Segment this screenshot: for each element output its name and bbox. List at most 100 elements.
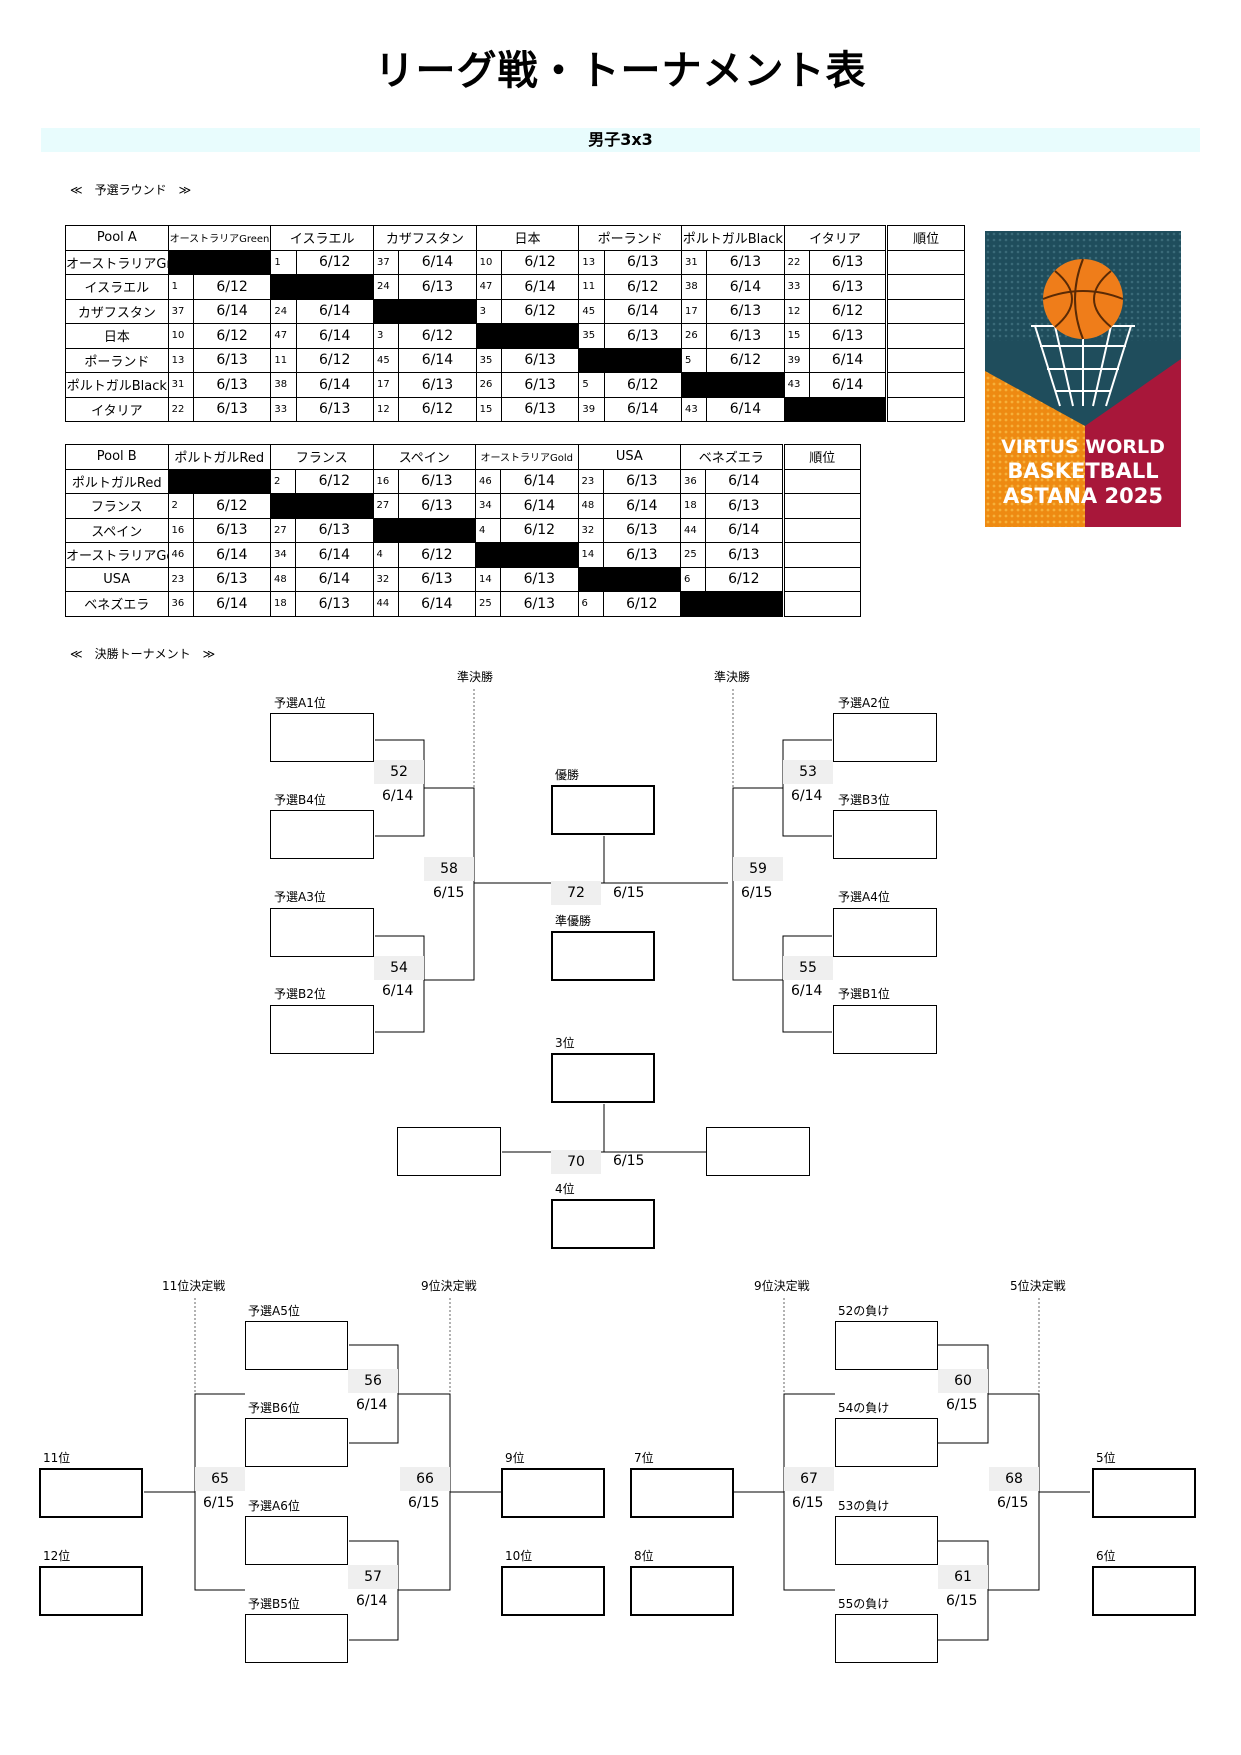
rank-cell[interactable] (781, 517, 862, 543)
game-date[interactable]: 6/14 (295, 372, 374, 398)
game-date[interactable]: 6/13 (500, 372, 580, 398)
rank-cell[interactable] (781, 542, 862, 568)
game-date[interactable]: 6/13 (397, 566, 477, 592)
place-12-box[interactable] (39, 1566, 143, 1616)
third-place-box[interactable] (551, 1053, 655, 1103)
seed-b6-box[interactable] (245, 1418, 348, 1467)
game-date[interactable]: 6/12 (705, 566, 784, 592)
game-date[interactable]: 6/13 (500, 347, 580, 373)
loser-54-box[interactable] (835, 1418, 938, 1467)
game-date[interactable]: 6/13 (603, 249, 683, 275)
row-team-name: オーストラリアGreen (65, 249, 169, 275)
game-date[interactable]: 6/13 (602, 517, 682, 543)
game-date[interactable]: 6/13 (295, 517, 374, 543)
game-55-date: 6/14 (791, 983, 823, 999)
game-date[interactable]: 6/14 (295, 298, 374, 324)
game-date[interactable]: 6/13 (705, 493, 784, 519)
game-number: 34 (475, 493, 502, 519)
place-11-box[interactable] (39, 1468, 143, 1518)
seed-a3-box[interactable] (270, 908, 374, 957)
seed-b5-label: 予選B5位 (248, 1597, 300, 1611)
rank-cell[interactable] (781, 591, 862, 617)
place-8-box[interactable] (630, 1566, 734, 1616)
game-date[interactable]: 6/12 (192, 323, 272, 349)
rank-cell[interactable] (885, 298, 965, 324)
third-place-team-left-box[interactable] (397, 1127, 501, 1176)
game-date[interactable]: 6/12 (398, 323, 477, 349)
game-60-date: 6/15 (946, 1397, 978, 1413)
game-date[interactable]: 6/12 (500, 249, 580, 275)
rank-cell[interactable] (885, 347, 965, 373)
seed-b3-box[interactable] (833, 810, 937, 859)
game-61-date: 6/15 (946, 1593, 978, 1609)
game-date[interactable]: 6/14 (397, 591, 477, 617)
loser-53-box[interactable] (835, 1516, 938, 1565)
game-date[interactable]: 6/13 (808, 274, 888, 300)
loser-55-box[interactable] (835, 1614, 938, 1663)
place-5-box[interactable] (1092, 1468, 1196, 1518)
seed-b2-box[interactable] (270, 1005, 374, 1054)
game-date[interactable]: 6/12 (808, 298, 888, 324)
game-67-date: 6/15 (792, 1495, 824, 1511)
game-date[interactable]: 6/14 (706, 396, 785, 422)
game-date[interactable]: 6/13 (500, 396, 580, 422)
seed-a6-box[interactable] (245, 1516, 348, 1565)
game-date[interactable]: 6/14 (603, 396, 683, 422)
fourth-place-box[interactable] (551, 1199, 655, 1249)
place-6-box[interactable] (1092, 1566, 1196, 1616)
game-date[interactable]: 6/12 (295, 468, 374, 494)
seed-b1-box[interactable] (833, 1005, 937, 1054)
runner-up-box[interactable] (551, 931, 655, 981)
category-bar: 男子3x3 (41, 128, 1200, 152)
seed-b4-box[interactable] (270, 810, 374, 859)
game-72-date: 6/15 (613, 885, 645, 901)
game-date[interactable]: 6/14 (706, 274, 785, 300)
place-9-box[interactable] (501, 1468, 605, 1518)
game-date[interactable]: 6/14 (705, 468, 784, 494)
game-date[interactable]: 6/12 (295, 249, 374, 275)
game-date[interactable]: 6/14 (192, 298, 272, 324)
game-number: 46 (167, 542, 194, 568)
game-date[interactable]: 6/13 (192, 396, 272, 422)
rank-cell[interactable] (885, 396, 965, 422)
game-date[interactable]: 6/12 (603, 372, 683, 398)
game-number: 17 (681, 298, 708, 324)
game-date[interactable]: 6/12 (192, 274, 272, 300)
seed-a1-box[interactable] (270, 713, 374, 762)
column-header-team: オーストラリアGreen (167, 225, 272, 251)
game-date[interactable]: 6/13 (192, 347, 272, 373)
game-date[interactable]: 6/14 (192, 591, 272, 617)
semifinal-left-label: 準決勝 (457, 670, 494, 684)
seed-b5-box[interactable] (245, 1614, 348, 1663)
game-date[interactable]: 6/13 (706, 323, 785, 349)
game-date[interactable]: 6/13 (397, 468, 477, 494)
game-date[interactable]: 6/14 (295, 566, 374, 592)
seed-a2-box[interactable] (833, 713, 937, 762)
game-date[interactable]: 6/14 (398, 249, 477, 275)
place-10-box[interactable] (501, 1566, 605, 1616)
game-date[interactable]: 6/13 (603, 323, 683, 349)
game-date[interactable]: 6/13 (602, 468, 682, 494)
game-70-date: 6/15 (613, 1153, 645, 1169)
game-date[interactable]: 6/13 (295, 591, 374, 617)
game-58-date: 6/15 (433, 885, 465, 901)
third-place-team-right-box[interactable] (706, 1127, 810, 1176)
game-date[interactable]: 6/14 (602, 493, 682, 519)
seed-a4-box[interactable] (833, 908, 937, 957)
column-header-team: ポーランド (578, 225, 683, 251)
seed-a5-box[interactable] (245, 1321, 348, 1370)
game-number: 44 (372, 591, 399, 617)
game-date[interactable]: 6/13 (706, 249, 785, 275)
row-team-name: イタリア (65, 396, 169, 422)
game-date[interactable]: 6/13 (398, 274, 477, 300)
loser-52-box[interactable] (835, 1321, 938, 1370)
game-date[interactable]: 6/14 (705, 517, 784, 543)
row-team-name: フランス (65, 493, 169, 519)
game-date[interactable]: 6/12 (602, 591, 682, 617)
game-date[interactable]: 6/14 (192, 542, 272, 568)
game-date[interactable]: 6/13 (706, 298, 785, 324)
champion-box[interactable] (551, 785, 655, 835)
game-date[interactable]: 6/13 (808, 249, 888, 275)
place-7-box[interactable] (630, 1468, 734, 1518)
game-date[interactable]: 6/13 (500, 591, 579, 617)
